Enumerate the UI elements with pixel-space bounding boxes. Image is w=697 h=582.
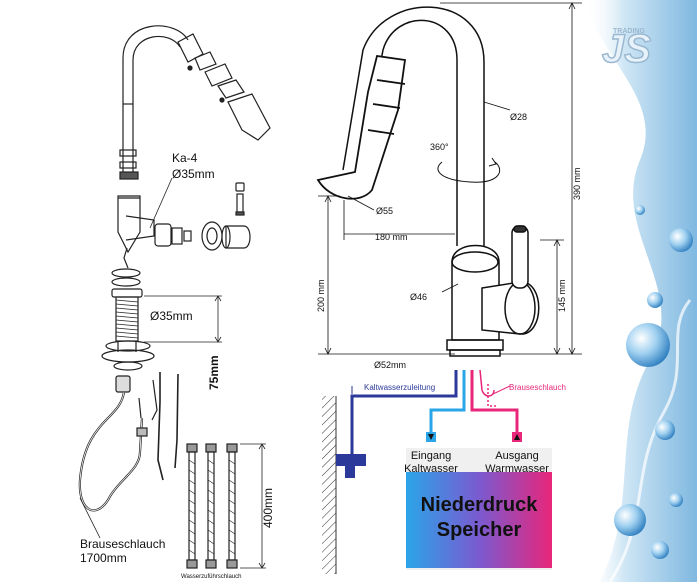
rotation-label: 360° xyxy=(430,142,449,152)
svg-text:TRADING: TRADING xyxy=(613,28,645,35)
lever-handle xyxy=(511,225,529,289)
pullout-hose-length: 1700mm xyxy=(80,551,127,565)
spray-diameter: Ø55 xyxy=(376,206,393,216)
dim-lines-left xyxy=(79,177,266,569)
inlet-label-line2: Kaltwasser xyxy=(404,463,458,475)
js-trading-logo: JS TRADING xyxy=(601,26,652,72)
lever-parts xyxy=(201,182,251,251)
supply-hoses xyxy=(186,443,238,569)
cold-water-line xyxy=(429,370,466,432)
faucet-dimension-view xyxy=(316,2,582,357)
spray-hose-label: Brauseschlauch xyxy=(509,383,566,392)
exploded-view xyxy=(78,25,271,569)
installation-schematic xyxy=(322,369,552,574)
thread-diameter: Ø35mm xyxy=(150,309,193,323)
total-height: 390 mm xyxy=(572,167,582,200)
spout-height: 200 mm xyxy=(316,279,326,312)
spout-tube xyxy=(122,25,189,176)
spray-head xyxy=(316,54,407,200)
reach-dimension: 180 mm xyxy=(375,232,408,242)
cartridge-dimension: Ø35mm xyxy=(172,167,215,181)
supply-hose-length: 400mm xyxy=(261,488,275,528)
outlet-label-line1: Ausgang xyxy=(495,450,538,462)
heater-title-line1: Niederdruck xyxy=(421,494,539,516)
inlet-label-line1: Eingang xyxy=(411,450,451,462)
pullout-hose xyxy=(78,391,144,512)
hot-water-line xyxy=(470,370,519,432)
mixer-body xyxy=(117,195,141,254)
outlet-label-line2: Warmwasser xyxy=(485,463,549,475)
cold-supply-pipe xyxy=(350,370,458,458)
faucet-spout xyxy=(354,19,458,246)
supply-hose-label: Wasserzuführschlauch xyxy=(181,574,241,580)
spout-diameter: Ø28 xyxy=(510,112,527,122)
pullout-hose-label: Brauseschlauch xyxy=(80,537,165,551)
spray-head-exploded xyxy=(177,33,271,141)
cartridge-label: Ka-4 xyxy=(172,151,198,165)
cartridge xyxy=(154,223,192,247)
thread-length: 75mm xyxy=(207,355,221,390)
svg-text:JS: JS xyxy=(602,27,651,71)
body-diameter: Ø46 xyxy=(410,292,427,302)
lever-height: 145 mm xyxy=(557,279,567,312)
heater-title-line2: Speicher xyxy=(437,519,522,541)
threaded-shank xyxy=(111,288,143,352)
cold-supply-label: Kaltwasserzuleitung xyxy=(364,383,435,392)
water-splash-decoration xyxy=(585,0,697,582)
base-diameter: Ø52mm xyxy=(374,360,406,370)
